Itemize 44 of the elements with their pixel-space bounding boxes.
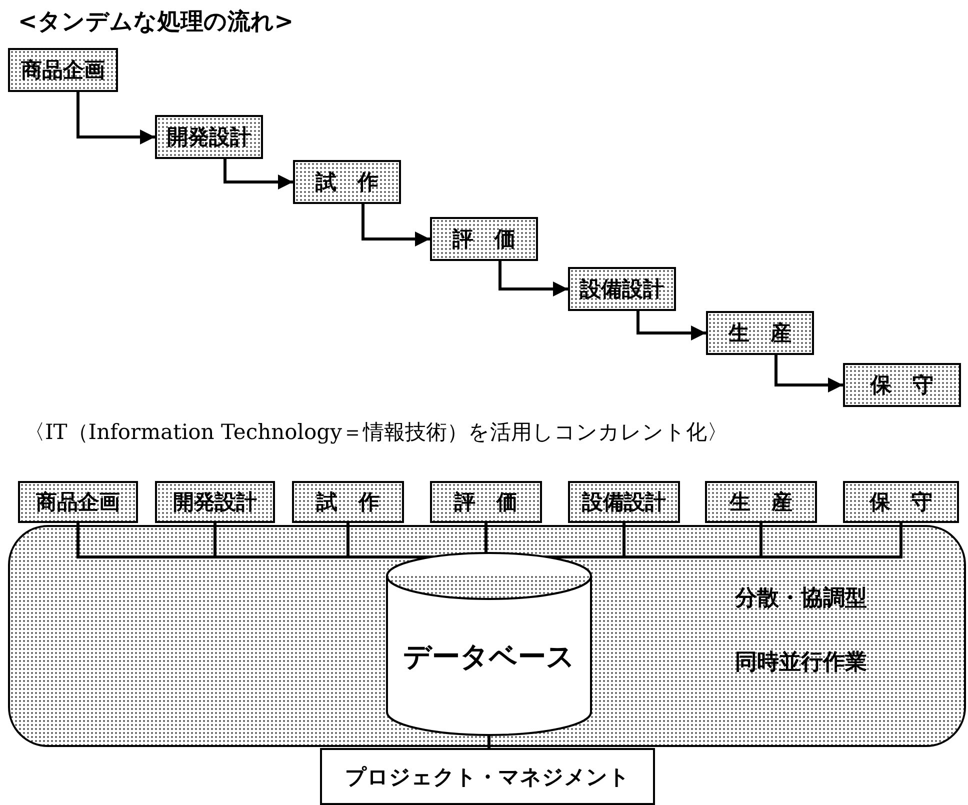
step-label: 商品企画	[36, 489, 120, 516]
connector-line	[488, 736, 490, 748]
step-label: 試 作	[316, 169, 378, 196]
step-label: 保 守	[870, 489, 932, 516]
arrow	[636, 311, 706, 340]
step-label: 評 価	[452, 226, 516, 253]
process-box	[430, 481, 542, 523]
step-label: 生 産	[730, 489, 792, 516]
note-text: 同時並行作業	[735, 649, 867, 677]
process-box	[155, 115, 263, 159]
arrow	[774, 355, 843, 392]
step-label: プロジェクト・マネジメント	[345, 764, 630, 790]
process-box	[320, 748, 655, 805]
step-label: 評 価	[454, 489, 518, 516]
arrow	[362, 204, 430, 246]
step-label: 開発設計	[167, 124, 251, 151]
database-cylinder	[386, 552, 592, 736]
process-box	[293, 160, 401, 204]
step-label: 生 産	[728, 320, 792, 347]
work-area-background	[8, 525, 966, 747]
process-box	[430, 217, 538, 261]
arrow	[76, 92, 155, 144]
step-label: 商品企画	[21, 57, 105, 84]
step-label: 開発設計	[173, 489, 257, 516]
process-box	[18, 481, 138, 523]
step-label: 試 作	[316, 489, 380, 516]
process-box	[843, 363, 961, 407]
process-box	[292, 481, 404, 523]
process-box	[568, 267, 676, 311]
step-label: 保 守	[870, 372, 934, 399]
process-box	[706, 311, 814, 355]
process-box	[705, 481, 817, 523]
note-text: 分散・協調型	[735, 585, 867, 613]
process-box	[568, 481, 680, 523]
heading: <タンデムな処理の流れ>	[18, 8, 294, 37]
subheading: 〈IT（Information Technology＝情報技術）を活用しコンカレント化〉	[24, 419, 728, 446]
step-label: 設備設計	[582, 489, 666, 516]
step-label: 設備設計	[580, 276, 664, 303]
arrow	[498, 261, 568, 296]
arrow	[224, 159, 293, 190]
database-label: データベース	[402, 639, 576, 676]
process-box	[155, 481, 275, 523]
process-box	[843, 481, 959, 523]
process-box	[8, 48, 118, 92]
